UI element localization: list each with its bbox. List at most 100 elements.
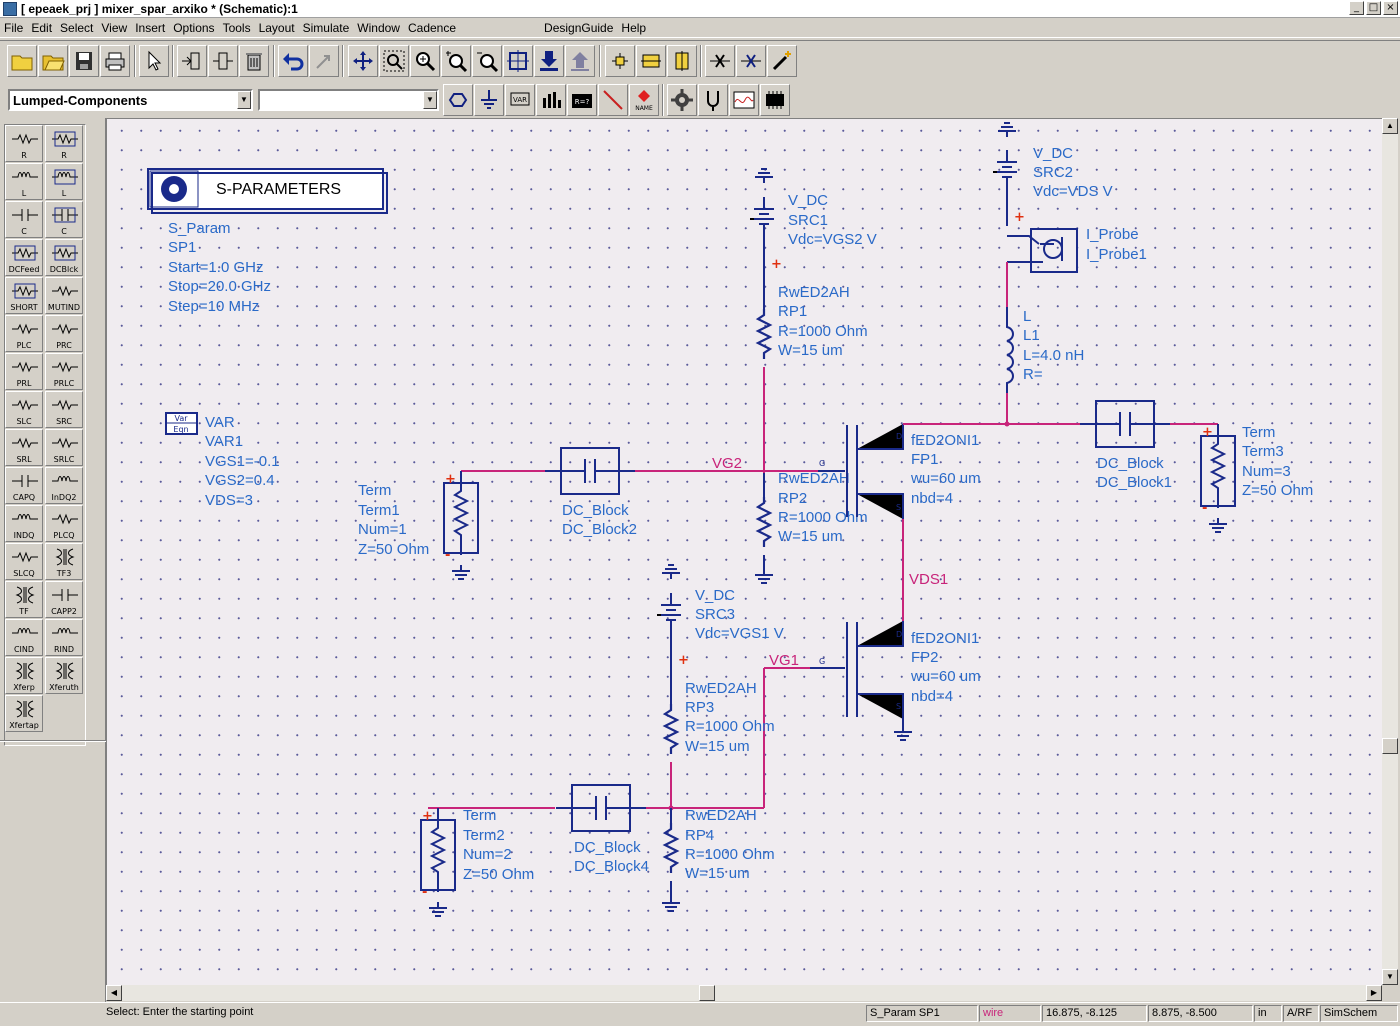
palette-item-tf[interactable]: TF	[5, 581, 43, 618]
palette-item-slc[interactable]: SLC	[5, 391, 43, 428]
close-button[interactable]: ×	[1383, 1, 1398, 15]
palette-item-xfertap[interactable]: Xfertap	[5, 695, 43, 732]
palette-item-ind[interactable]: L	[5, 163, 43, 200]
palette-item-srlc[interactable]: SRLC	[45, 429, 83, 466]
palette-item-cind[interactable]: CIND	[5, 619, 43, 656]
palette-item-short[interactable]: SHORT	[5, 277, 43, 314]
momentum-button[interactable]	[760, 84, 790, 116]
palette-item-resbox[interactable]: R	[45, 125, 83, 162]
port-button[interactable]	[443, 84, 473, 116]
palette-item-tf3[interactable]: TF3	[45, 543, 83, 580]
scroll-up-icon[interactable]: ▲	[1382, 118, 1398, 134]
menu-tools[interactable]: Tools	[222, 21, 251, 35]
chevron-down-icon[interactable]: ▼	[423, 91, 437, 109]
horizontal-scroll-thumb[interactable]	[699, 985, 715, 1001]
var-block[interactable]: Var Eqn	[165, 412, 198, 435]
open-button[interactable]	[38, 45, 68, 77]
maximize-button[interactable]: □	[1366, 1, 1381, 15]
save-button[interactable]	[69, 45, 99, 77]
menu-edit[interactable]: Edit	[31, 21, 53, 35]
menu-cadence[interactable]: Cadence	[407, 21, 457, 35]
redo-button[interactable]	[309, 45, 339, 77]
simulate-button[interactable]	[667, 84, 697, 116]
scroll-down-icon[interactable]: ▼	[1382, 969, 1398, 985]
menu-layout[interactable]: Layout	[258, 21, 295, 35]
print-button[interactable]	[100, 45, 130, 77]
pop-up-button[interactable]	[565, 45, 595, 77]
menu-file[interactable]: File	[4, 21, 24, 35]
rvar-button[interactable]: R=?	[567, 84, 597, 116]
menu-designguide[interactable]: DesignGuide	[544, 21, 614, 35]
sparam-controller[interactable]: S-PARAMETERS	[147, 168, 388, 214]
data-display-button[interactable]	[729, 84, 759, 116]
mirror-x-button[interactable]	[636, 45, 666, 77]
fp1-transistor[interactable]: G D S	[818, 424, 904, 519]
palette-item-plcq[interactable]: PLCQ	[45, 505, 83, 542]
palette-item-capp2[interactable]: CAPP2	[45, 581, 83, 618]
pop-hierarchy-button[interactable]	[208, 45, 238, 77]
select-mode-button[interactable]	[139, 45, 169, 77]
palette-item-prl[interactable]: PRL	[5, 353, 43, 390]
push-hierarchy-button[interactable]	[177, 45, 207, 77]
schematic-canvas[interactable]: S-PARAMETERS S_Param SP1 Start=1.0 GHz S…	[106, 118, 1382, 985]
horizontal-scrollbar[interactable]: ◀ ▶	[106, 985, 1382, 1001]
menu-help[interactable]: Help	[621, 21, 647, 35]
minimize-button[interactable]: _	[1349, 1, 1364, 15]
l1-inductor[interactable]	[1006, 307, 1014, 403]
name-button[interactable]: NAME	[629, 84, 659, 116]
menu-view[interactable]: View	[101, 21, 128, 35]
zoom-out-button[interactable]	[472, 45, 502, 77]
scroll-right-icon[interactable]: ▶	[1366, 985, 1382, 1001]
palette-item-indbox[interactable]: L	[45, 163, 83, 200]
chevron-down-icon[interactable]: ▼	[237, 91, 251, 109]
push-down-button[interactable]	[534, 45, 564, 77]
view-all-button[interactable]	[503, 45, 533, 77]
palette-item-indq[interactable]: INDQ	[5, 505, 43, 542]
wizard-button[interactable]	[767, 45, 797, 77]
component-combo[interactable]: ▼	[258, 89, 439, 111]
fp2-transistor[interactable]: G D S	[810, 621, 904, 719]
library-combo[interactable]: Lumped-Components ▼	[8, 89, 253, 111]
menu-options[interactable]: Options	[173, 21, 215, 35]
palette-item-srl[interactable]: SRL	[5, 429, 43, 466]
menu-select[interactable]: Select	[60, 21, 94, 35]
wire-button[interactable]	[598, 84, 628, 116]
i-probe-symbol[interactable]	[1007, 228, 1078, 273]
ground-button[interactable]	[474, 84, 504, 116]
palette-item-prc[interactable]: PRC	[45, 315, 83, 352]
zoom-area-button[interactable]	[379, 45, 409, 77]
palette-item-capq[interactable]: CAPQ	[5, 467, 43, 504]
palette-item-xferp[interactable]: Xferp	[5, 657, 43, 694]
palette-item-indq2[interactable]: InDQ2	[45, 467, 83, 504]
scroll-left-icon[interactable]: ◀	[106, 985, 122, 1001]
zoom-point-button[interactable]	[441, 45, 471, 77]
short-button[interactable]	[736, 45, 766, 77]
align-button[interactable]	[605, 45, 635, 77]
mirror-y-button[interactable]	[667, 45, 697, 77]
palette-item-cap[interactable]: C	[5, 201, 43, 238]
var-button[interactable]: VAR	[505, 84, 535, 116]
menu-simulate[interactable]: Simulate	[302, 21, 350, 35]
vertical-scroll-thumb[interactable]	[1382, 738, 1398, 754]
palette-item-capbox[interactable]: C	[45, 201, 83, 238]
move-button[interactable]	[348, 45, 378, 77]
zoom-in-button[interactable]	[410, 45, 440, 77]
delete-button[interactable]	[239, 45, 269, 77]
vertical-scrollbar[interactable]: ▲ ▼	[1382, 118, 1398, 985]
undo-button[interactable]	[278, 45, 308, 77]
palette-item-dcblk[interactable]: DCBlck	[45, 239, 83, 276]
tune-button[interactable]	[698, 84, 728, 116]
menu-window[interactable]: Window	[357, 21, 400, 35]
palette-item-plc[interactable]: PLC	[5, 315, 43, 352]
palette-item-mutind[interactable]: MUTIND	[45, 277, 83, 314]
palette-item-res[interactable]: R	[5, 125, 43, 162]
palette-item-slcq[interactable]: SLCQ	[5, 543, 43, 580]
menu-insert[interactable]: Insert	[135, 21, 166, 35]
palette-item-xferuth[interactable]: Xferuth	[45, 657, 83, 694]
palette-item-src[interactable]: SRC	[45, 391, 83, 428]
display-template-button[interactable]	[536, 84, 566, 116]
palette-item-dcfeed[interactable]: DCFeed	[5, 239, 43, 276]
palette-item-rind[interactable]: RIND	[45, 619, 83, 656]
palette-item-prlc[interactable]: PRLC	[45, 353, 83, 390]
deactivate-button[interactable]	[705, 45, 735, 77]
